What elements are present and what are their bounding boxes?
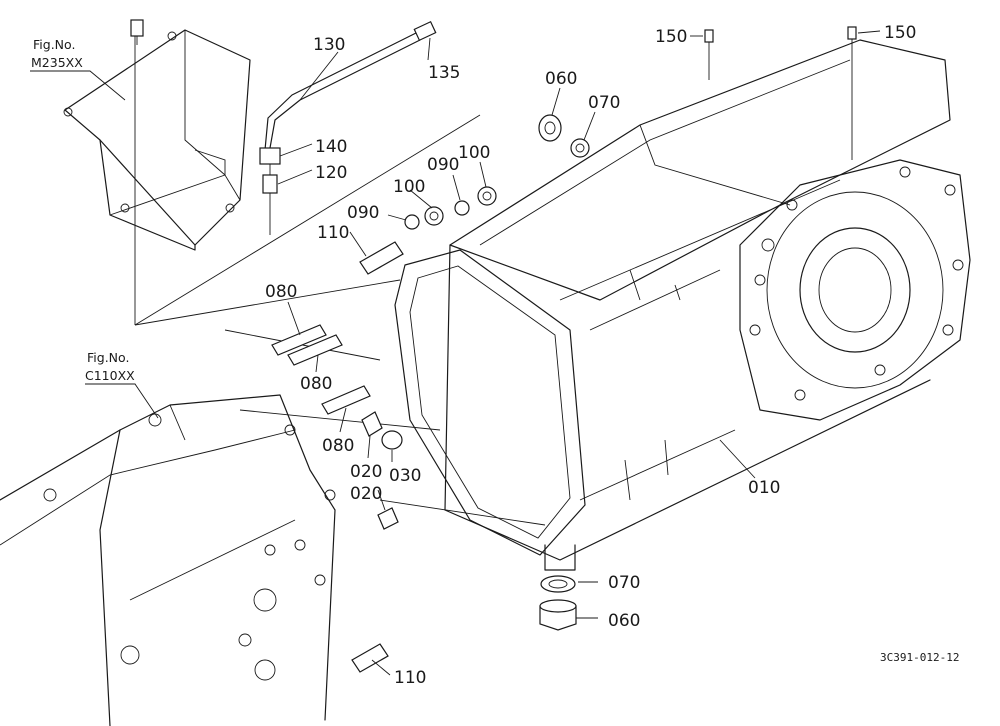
figure-ref-title: Fig.No. xyxy=(87,350,129,365)
callout-130: 130 xyxy=(313,35,345,55)
figure-ref-title: Fig.No. xyxy=(33,37,75,52)
callout-080-middle: 080 xyxy=(300,374,332,394)
callout-010: 010 xyxy=(748,478,780,498)
cover-plate xyxy=(63,19,251,251)
callout-120: 120 xyxy=(315,163,347,183)
pipe-assembly xyxy=(259,20,437,235)
callout-110-upper: 110 xyxy=(317,223,349,243)
callout-labels: 130 135 140 120 060 070 150 150 100 090 … xyxy=(265,23,916,688)
callout-150-right: 150 xyxy=(884,23,916,43)
figure-ref-number: C110XX xyxy=(85,368,135,383)
transmission-case xyxy=(394,39,971,571)
drawing-code: 3C391-012-12 xyxy=(880,651,959,664)
callout-100-right: 100 xyxy=(458,143,490,163)
figure-ref-number: M235XX xyxy=(31,55,83,70)
figure-ref-m235xx: Fig.No. M235XX xyxy=(31,37,84,72)
callout-090-right: 090 xyxy=(427,155,459,175)
callout-150-left: 150 xyxy=(655,27,687,47)
callout-135: 135 xyxy=(428,63,460,83)
leader-lines xyxy=(30,30,881,676)
small-parts xyxy=(271,26,857,673)
callout-030: 030 xyxy=(389,466,421,486)
callout-020-upper: 020 xyxy=(350,462,382,482)
callout-060-lower: 060 xyxy=(608,611,640,631)
callout-110-lower: 110 xyxy=(394,668,426,688)
callout-060-upper: 060 xyxy=(545,69,577,89)
callout-070-upper: 070 xyxy=(588,93,620,113)
callout-080-bottom: 080 xyxy=(322,436,354,456)
callout-140: 140 xyxy=(315,137,347,157)
callout-070-lower: 070 xyxy=(608,573,640,593)
callout-100-left: 100 xyxy=(393,177,425,197)
figure-ref-c110xx: Fig.No. C110XX xyxy=(85,350,136,385)
callout-020-lower: 020 xyxy=(350,484,382,504)
callout-080-top: 080 xyxy=(265,282,297,302)
callout-090-left: 090 xyxy=(347,203,379,223)
front-housing xyxy=(0,394,336,726)
